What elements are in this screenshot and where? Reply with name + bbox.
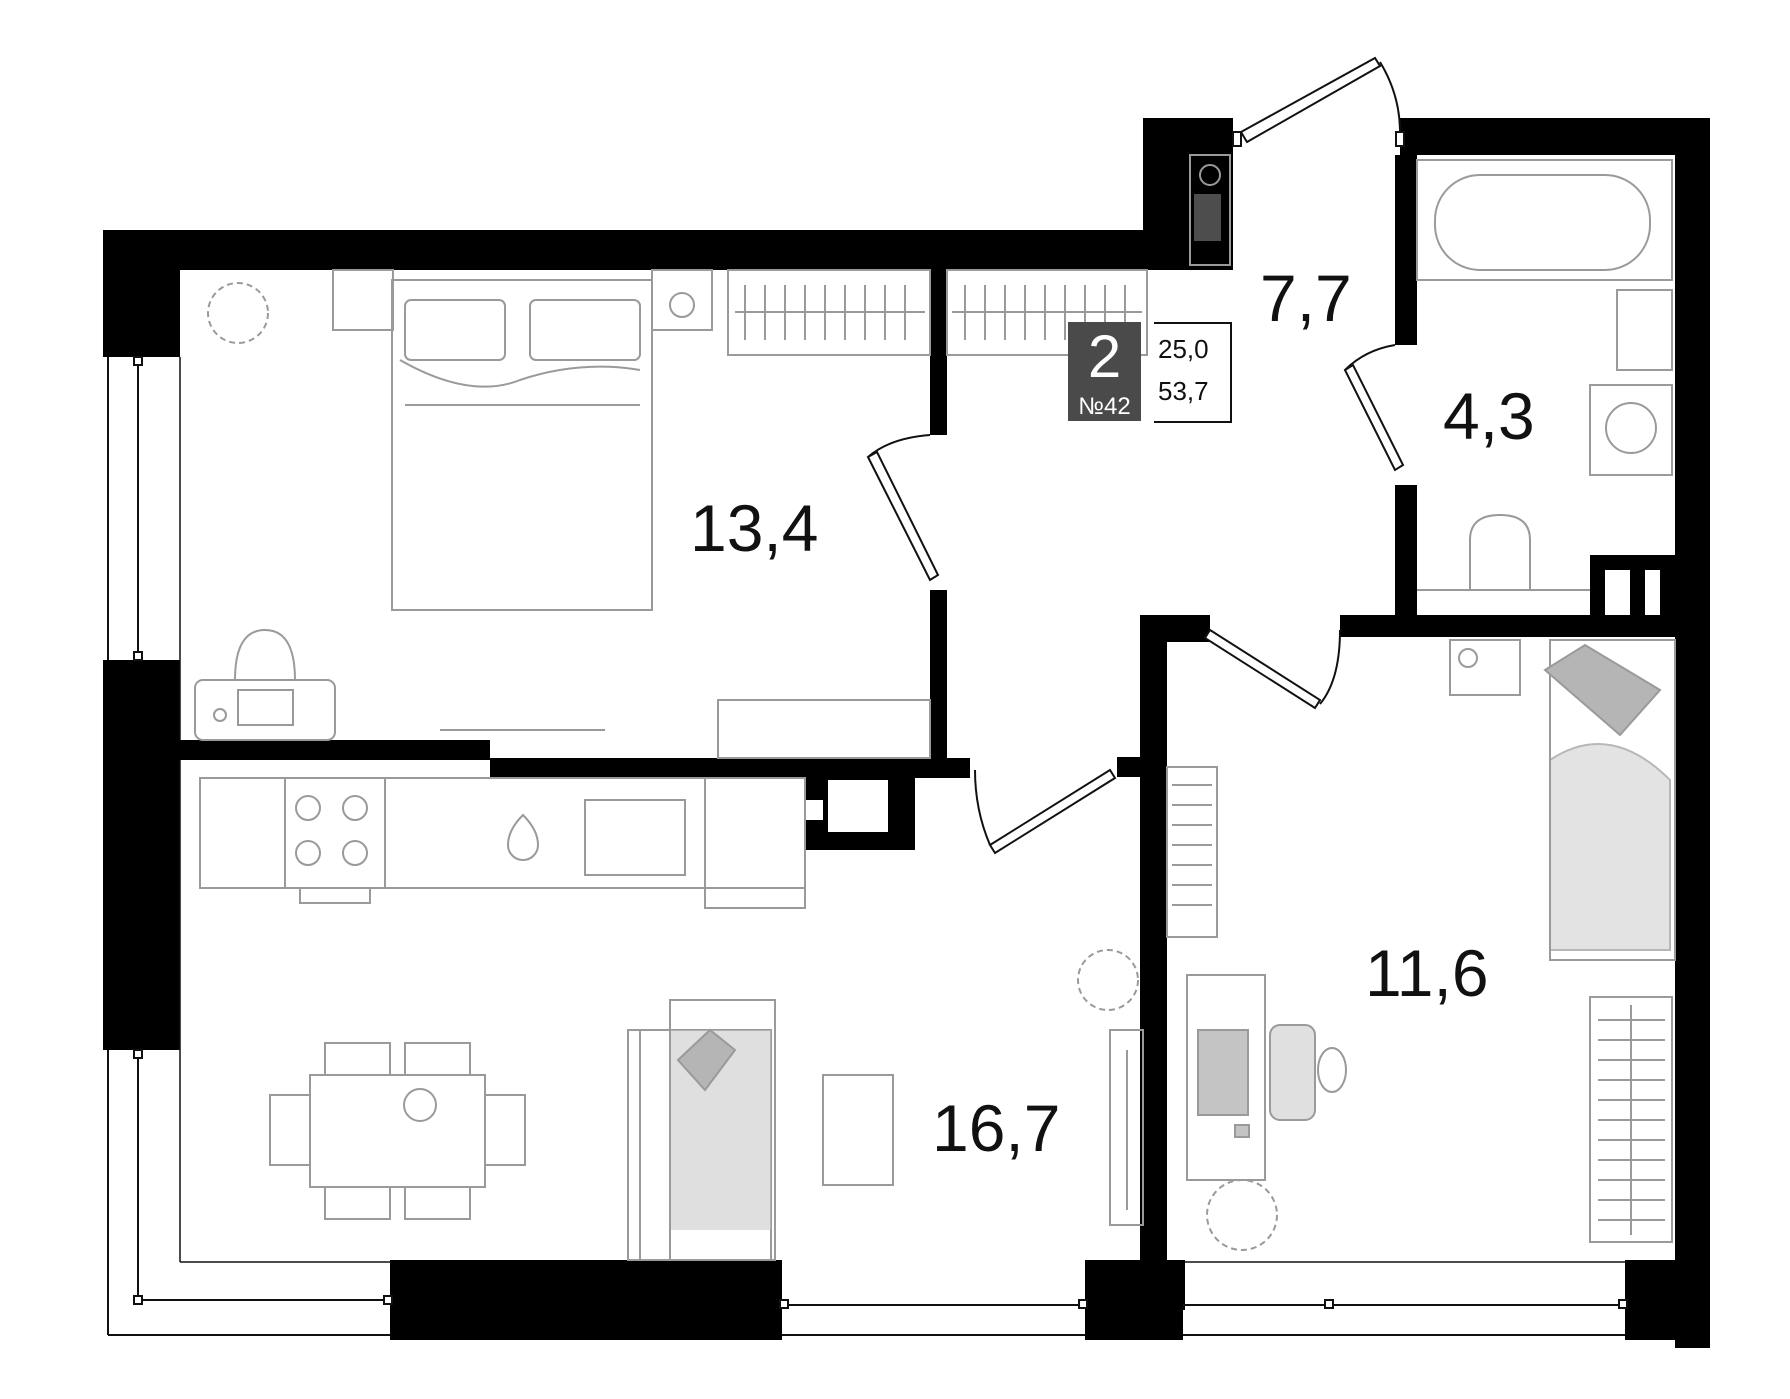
bedroom-area-label: 13,4 [690, 491, 819, 565]
windows [107, 356, 1628, 1336]
apartment-badge: 2 №42 [1068, 322, 1141, 421]
total-area-value: 53,7 [1158, 376, 1209, 406]
living-area-value: 25,0 [1158, 334, 1209, 364]
second-bedroom-area-label: 11,6 [1365, 936, 1489, 1010]
hallway-area-label: 7,7 [1260, 261, 1352, 335]
rooms-count: 2 [1087, 323, 1122, 390]
doors [866, 56, 1405, 855]
furniture [194, 154, 1676, 1261]
walls [103, 118, 1710, 1348]
bathroom-area-label: 4,3 [1443, 379, 1535, 453]
apartment-areas: 25,0 53,7 [1154, 322, 1232, 423]
living-kitchen-area-label: 16,7 [932, 1091, 1061, 1165]
apartment-number: №42 [1078, 393, 1131, 420]
